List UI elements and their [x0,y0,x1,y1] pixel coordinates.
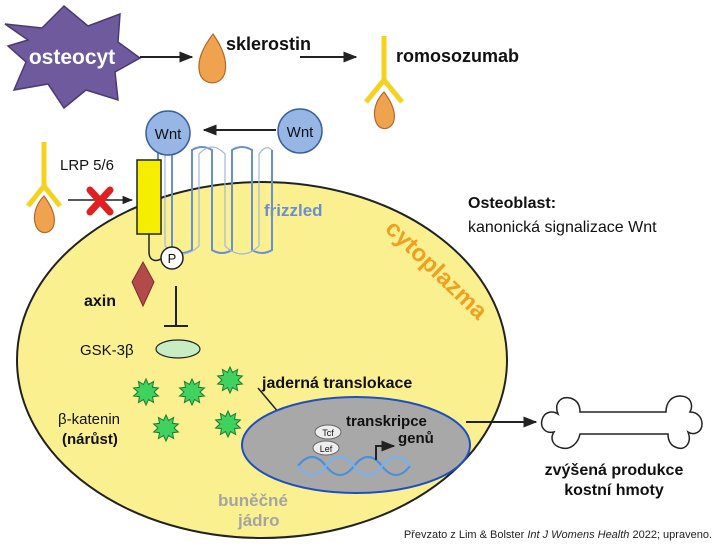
beta-catenin-molecule [132,377,160,407]
beta-catenin-molecule [216,365,244,395]
frizzled-label: frizzled [264,201,323,220]
sclerostin-icon [198,32,227,84]
beta-catenin-molecule [214,409,242,439]
citation-journal: Int J Womens Health [527,529,629,541]
osteoblast-subtitle: kanonická signalizace Wnt [468,219,657,236]
axin-label: axin [84,293,116,310]
wnt-bound-label: Wnt [155,126,183,143]
phosphate-circle [160,246,184,270]
citation-prefix: Převzato z Lim & Bolster [404,529,528,541]
lef-label: Lef [320,444,333,454]
outcome-label-2: kostní hmoty [564,482,664,499]
lef-factor [312,440,340,456]
beta-catenin-label: β-katenin [58,411,120,428]
transcription-label-2: genů [398,430,434,447]
tcf-factor [314,424,342,440]
translocation-label: jaderná translokace [261,375,412,392]
phosphate-label: P [168,251,177,266]
outcome-label: zvýšená produkce [545,462,684,479]
dna-helix-strand-b [297,455,411,477]
nucleus-label: buněčné [218,491,288,510]
wnt-free-label: Wnt [287,124,315,141]
wnt-ligand-bound [145,110,191,156]
axin-protein [131,260,155,308]
nucleus-label-2: jádro [237,511,280,530]
wnt-ligand-free [277,108,323,154]
citation: Převzato z Lim & Bolster Int J Womens He… [404,529,712,541]
transcription-start-arrow [375,440,396,460]
osteocyte-label: osteocyt [29,46,115,69]
beta-catenin-molecule [152,413,180,443]
lrp-label: LRP 5/6 [60,157,114,174]
bone-icon [540,395,703,450]
beta-catenin-molecule [178,377,206,407]
transcription-label: transkripce [346,413,427,430]
gsk-enzyme [155,339,201,359]
romosozumab-antibody-icon [364,36,404,130]
romosozumab-label: romosozumab [396,46,519,66]
osteocyte-star [4,4,142,110]
tcf-label: Tcf [322,428,334,438]
antibody-sclerostin-complex-icon [26,142,62,234]
beta-catenin-note: (nárůst) [62,431,118,448]
sclerostin-label: sklerostin [226,34,311,54]
blocked-x-icon [86,186,114,216]
citation-suffix: 2022; upraveno. [629,529,712,541]
osteoblast-cell [16,181,508,539]
lrp-receptor [136,159,162,235]
gsk-label: GSK-3β [80,342,134,359]
osteoblast-title: Osteoblast: [468,195,556,212]
frizzled-receptor-inner [164,146,273,255]
cell-nucleus [241,396,471,494]
